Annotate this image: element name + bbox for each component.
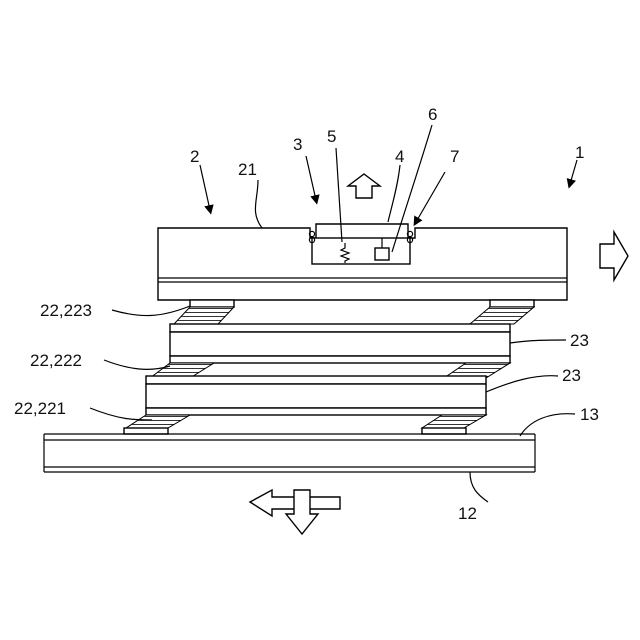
label-2: 2 xyxy=(190,147,199,166)
label-21: 21 xyxy=(238,160,257,179)
right-arrow-icon xyxy=(600,232,628,280)
label-1: 1 xyxy=(575,143,584,162)
label-12: 12 xyxy=(458,504,477,523)
left-down-arrow-icon xyxy=(250,490,340,534)
label-22-223: 22,223 xyxy=(40,301,92,320)
label-23-upper: 23 xyxy=(570,331,589,350)
upper-joints xyxy=(174,300,534,324)
label-3: 3 xyxy=(293,135,302,154)
label-7: 7 xyxy=(450,147,459,166)
label-5: 5 xyxy=(327,127,336,146)
upper-plate xyxy=(170,324,510,363)
lower-joints xyxy=(124,415,486,434)
label-22-222: 22,222 xyxy=(30,351,82,370)
label-22-221: 22,221 xyxy=(14,399,66,418)
label-23-lower: 23 xyxy=(562,366,581,385)
up-arrow-icon xyxy=(348,174,380,198)
label-13: 13 xyxy=(580,405,599,424)
label-4: 4 xyxy=(395,147,404,166)
base-rail xyxy=(44,434,535,472)
lower-plate xyxy=(146,376,486,415)
label-6: 6 xyxy=(428,105,437,124)
